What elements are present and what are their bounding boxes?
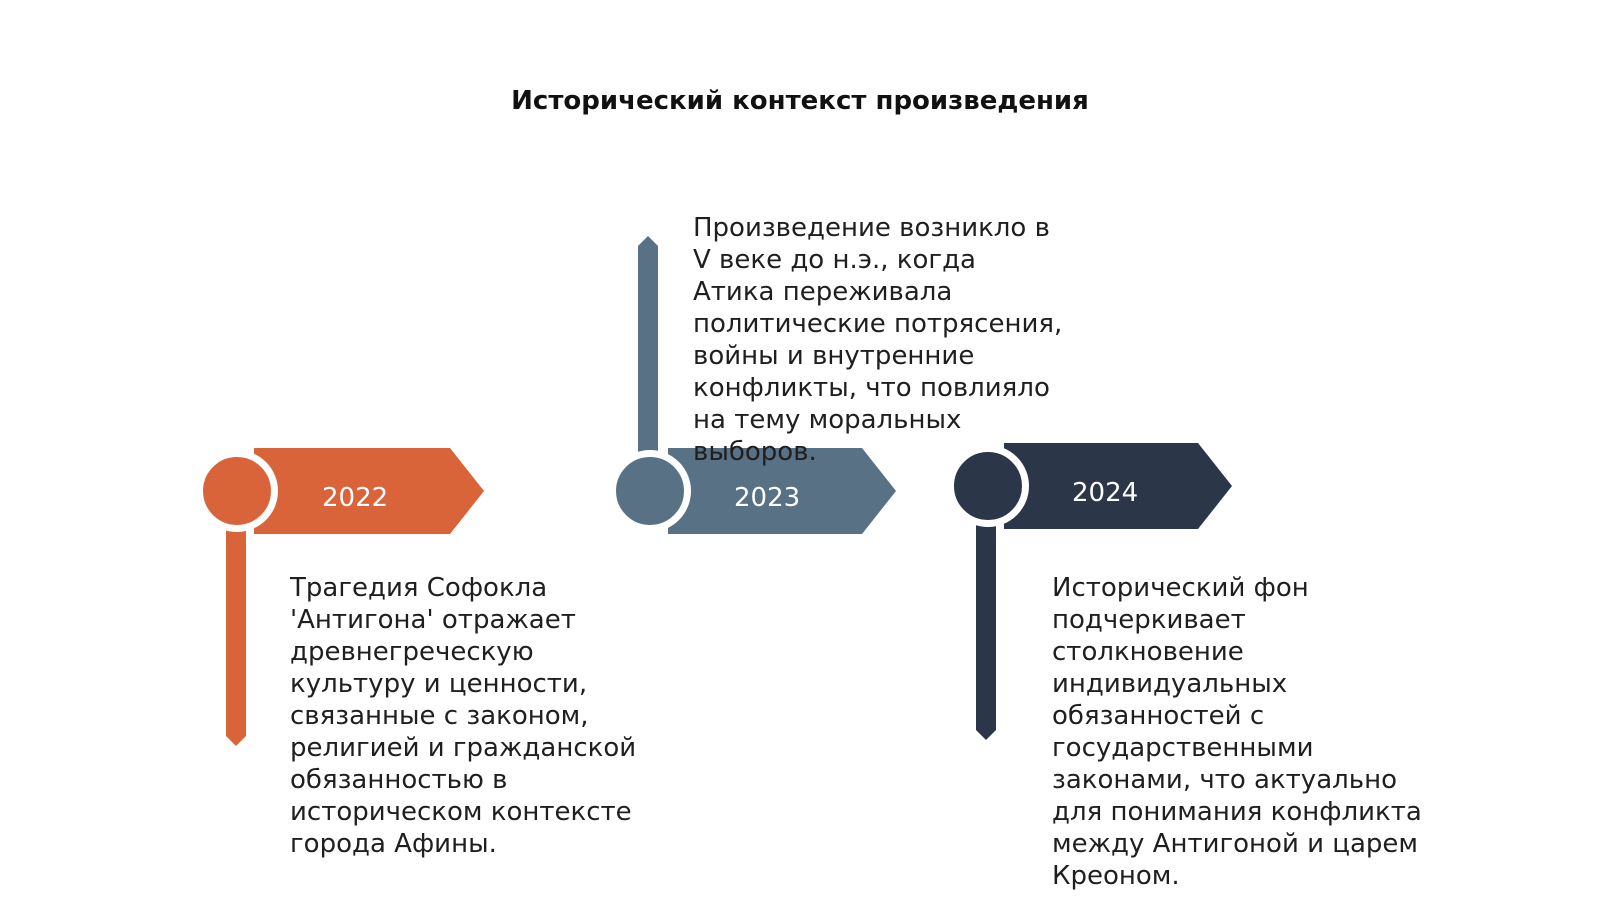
page-title: Исторический контекст произведения <box>511 86 1089 116</box>
milestone-description: Исторический фон подчеркивает столкновен… <box>1052 573 1422 891</box>
milestone-year: 2024 <box>1072 478 1139 508</box>
year-arrow-banner <box>1004 443 1232 529</box>
milestone-year: 2022 <box>322 483 389 513</box>
milestone-circle <box>196 450 278 532</box>
year-arrow-banner <box>254 448 484 534</box>
milestone-circle <box>947 445 1029 527</box>
milestone-description: Произведение возникло в V веке до н.э., … <box>693 213 1063 467</box>
milestone-description: Трагедия Софокла 'Антигона' отражает дре… <box>290 573 637 859</box>
milestone-year: 2023 <box>734 483 801 513</box>
timeline-stem <box>226 520 246 746</box>
timeline-stem <box>638 236 658 458</box>
year-arrow-banner <box>668 448 896 534</box>
timeline-stem <box>976 520 996 740</box>
milestone-circle <box>609 450 691 532</box>
